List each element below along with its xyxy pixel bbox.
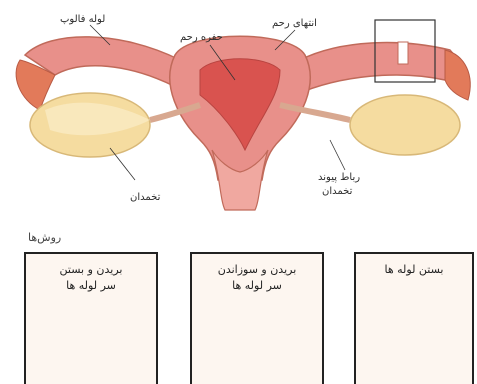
panel1-caption-line2: سر لوله ها <box>24 278 158 294</box>
panel3-caption-line1: بستن لوله ها <box>354 262 474 278</box>
right-fallopian-tube <box>285 43 455 95</box>
label-fallopian-tube: لوله فالوپ <box>60 14 105 26</box>
tube-gap-marker <box>398 42 408 64</box>
methods-title: روش‌ها <box>28 232 61 244</box>
right-fimbria <box>445 50 470 100</box>
label-uterine-fundus: انتهای رحم <box>272 18 317 30</box>
panel2-caption-line1: بریدن و سوزاندن <box>190 262 324 278</box>
label-ovarian-ligament-line1: رباط پیوند <box>318 172 360 184</box>
label-uterine-cavity: حفره رحم <box>180 32 223 44</box>
panel1-caption-line1: بریدن و بستن <box>24 262 158 278</box>
right-ovary <box>350 95 460 155</box>
label-ovary: تخمدان <box>130 192 160 204</box>
panel2-caption-line2: سر لوله ها <box>190 278 324 294</box>
label-ovarian-ligament-line2: تخمدان <box>322 186 352 198</box>
